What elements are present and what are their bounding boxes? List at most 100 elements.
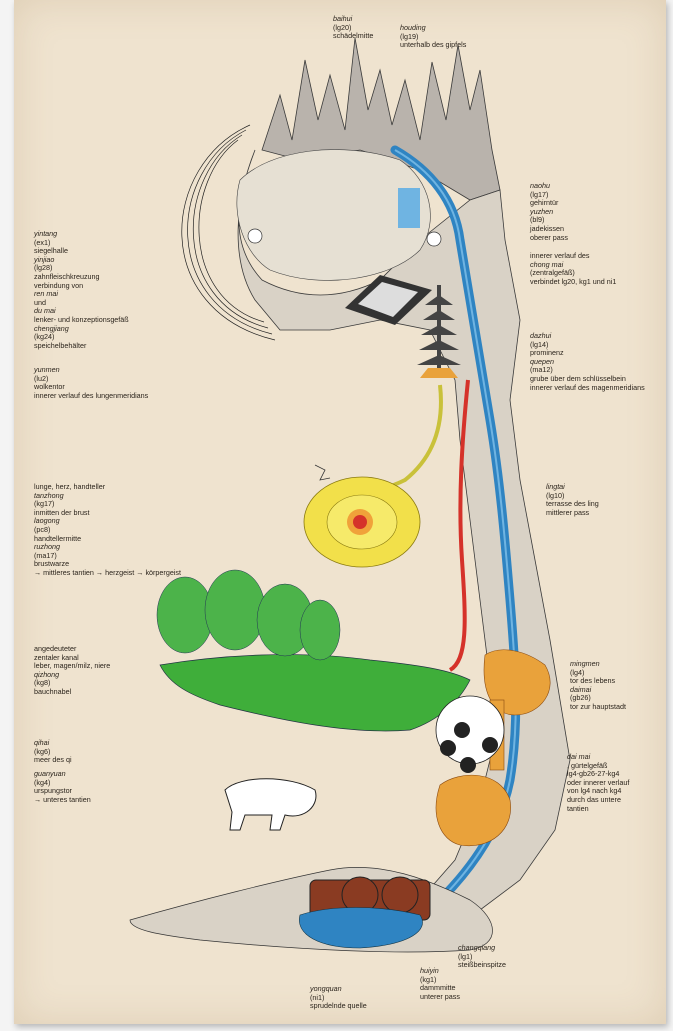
head-plateau: [236, 149, 431, 281]
label-yongquan: yongquan (ni1) sprudelnde quelle: [310, 984, 367, 1011]
point-code: (kg8): [34, 678, 51, 688]
point-desc: innerer verlauf des magenmeridians: [530, 382, 645, 392]
waterfall: [398, 188, 420, 228]
point-desc: schädelmitte: [333, 31, 374, 41]
river-highlight: [394, 149, 517, 901]
sun-yellow-orb-icon: [303, 464, 421, 568]
weaving-loom-icon: [345, 275, 432, 325]
label-inner-chong-mai: innerer verlauf des chong mai (zentralge…: [530, 251, 617, 286]
label-changqiang: changqiang (lg1) steißbeinspitze: [458, 943, 506, 970]
point-name: qihai: [34, 738, 50, 747]
point-name: huiyin: [420, 966, 439, 975]
point-code: (kg24): [34, 332, 55, 342]
point-desc: oberer pass: [530, 232, 568, 242]
point-name: ruzhong: [34, 542, 60, 552]
point-desc: zahnfleischkreuzung: [34, 271, 100, 281]
point-code: (lg28): [34, 263, 53, 273]
point-desc: prominenz: [530, 348, 564, 358]
label-dai-mai: dai mai, gürtelgefäß lg4-gb26-27-kg4 ode…: [567, 752, 630, 813]
point-desc: wolkentor: [34, 382, 65, 392]
point-desc: inmitten der brust: [34, 507, 90, 517]
text-line: , gürtelgefäß: [567, 760, 608, 770]
point-name: naohu: [530, 181, 550, 190]
point-code: (ma12): [530, 365, 553, 375]
text-line: lg4-gb26-27-kg4: [567, 769, 620, 779]
text-italic: chong mai: [530, 259, 564, 269]
point-name: mingmen: [570, 659, 600, 668]
upper-cliff: [237, 149, 571, 921]
point-code: (lg14): [530, 339, 549, 349]
point-name: tanzhong: [34, 490, 64, 500]
point-name: baihui: [333, 14, 353, 23]
label-dazhui: dazhui (lg14) prominenz quepen (ma12) gr…: [530, 331, 645, 392]
point-code: (gb26): [570, 693, 591, 703]
label-yintang: yintang (ex1) siegelhalle yinjiao (lg28)…: [34, 229, 129, 350]
yellow-cord: [369, 384, 443, 497]
label-qihai: qihai (kg6) meer des qi: [34, 738, 72, 765]
text-italic: ren mai: [34, 289, 58, 299]
text-line: zentaler kanal: [34, 652, 79, 662]
right-eye-circle: [426, 231, 442, 247]
label-zentraler-kanal: angedeuteter zentaler kanal leber, magen…: [34, 644, 111, 697]
point-desc: innerer verlauf des lungenmeridians: [34, 390, 149, 400]
label-huiyin: huiyin (kg1) dammmitte unterer pass: [420, 966, 460, 1001]
text-line: durch das untere: [567, 794, 621, 804]
point-name: yintang: [34, 229, 58, 238]
text-line: innerer verlauf des: [530, 251, 590, 260]
point-desc: siegelhalle: [34, 246, 68, 256]
point-code: (lu2): [34, 373, 49, 383]
point-desc: dammmitte: [420, 983, 456, 993]
text-line: lunge, herz, handteller: [34, 482, 106, 491]
point-code: (lg10): [546, 490, 565, 500]
text-line: leber, magen/milz, niere: [34, 661, 111, 671]
ox-plough-icon: [224, 778, 317, 831]
text-line: → mittleres tantien → herzgeist → körper…: [34, 567, 181, 577]
point-desc: tor des lebens: [570, 676, 616, 686]
label-houding: houding (lg19) unterhalb des gipfels: [400, 23, 467, 50]
point-code: (bl9): [530, 215, 545, 225]
label-guanyuan: guanyuan (kg4) urspungstor → unteres tan…: [34, 769, 91, 804]
text-line: und: [34, 297, 46, 307]
point-desc: unterhalb des gipfels: [400, 40, 467, 50]
point-code: (kg17): [34, 499, 55, 509]
pagoda-icon: [417, 285, 461, 378]
point-name: laogong: [34, 516, 60, 526]
point-desc: mittlerer pass: [546, 507, 590, 517]
point-desc: tor zur hauptstadt: [570, 701, 626, 711]
text-line: verbindet lg20, kg1 und ni1: [530, 276, 617, 286]
label-lunge-herz: lunge, herz, handteller tanzhong (kg17) …: [34, 482, 181, 578]
text-line: oder innerer verlauf: [567, 777, 630, 787]
point-name: quepen: [530, 356, 554, 366]
point-name: chengjiang: [34, 323, 69, 333]
point-desc: jadekissen: [530, 223, 564, 233]
point-code: (ni1): [310, 992, 325, 1002]
point-desc: unterer pass: [420, 991, 460, 1001]
label-naohu: naohu (lg17) gehirntür yuzhen (bl9) jade…: [530, 181, 568, 242]
point-name: yinjiao: [34, 254, 55, 264]
blue-pool: [299, 907, 423, 949]
willow-trees-icon: [156, 569, 341, 661]
point-code: (lg20): [333, 22, 352, 32]
label-lingtai: lingtai (lg10) terrasse des ling mittler…: [546, 482, 599, 517]
text-line: tantien: [567, 803, 589, 813]
point-code: (kg4): [34, 777, 51, 787]
text-line: verbindung von: [34, 280, 84, 290]
text-line: angedeuteter: [34, 644, 77, 653]
point-name: houding: [400, 23, 426, 32]
point-code: (lg4): [570, 667, 585, 677]
point-desc: meer des qi: [34, 755, 72, 765]
yin-yang-circles-icon: [435, 695, 505, 773]
label-mingmen: mingmen (lg4) tor des lebens daimai (gb2…: [570, 659, 626, 712]
point-name: yunmen: [34, 365, 60, 374]
label-baihui: baihui (lg20) schädelmitte: [333, 14, 374, 41]
point-desc: sprudelnde quelle: [310, 1001, 367, 1011]
point-name: yongquan: [310, 984, 342, 993]
point-code: (pc8): [34, 524, 51, 534]
point-desc: → unteres tantien: [34, 794, 91, 804]
point-code: (kg6): [34, 746, 51, 756]
point-desc: bauchnabel: [34, 686, 72, 696]
point-code: (ma17): [34, 550, 57, 560]
point-code: (lg1): [458, 951, 473, 961]
point-desc: grube über dem schlüsselbein: [530, 373, 626, 383]
